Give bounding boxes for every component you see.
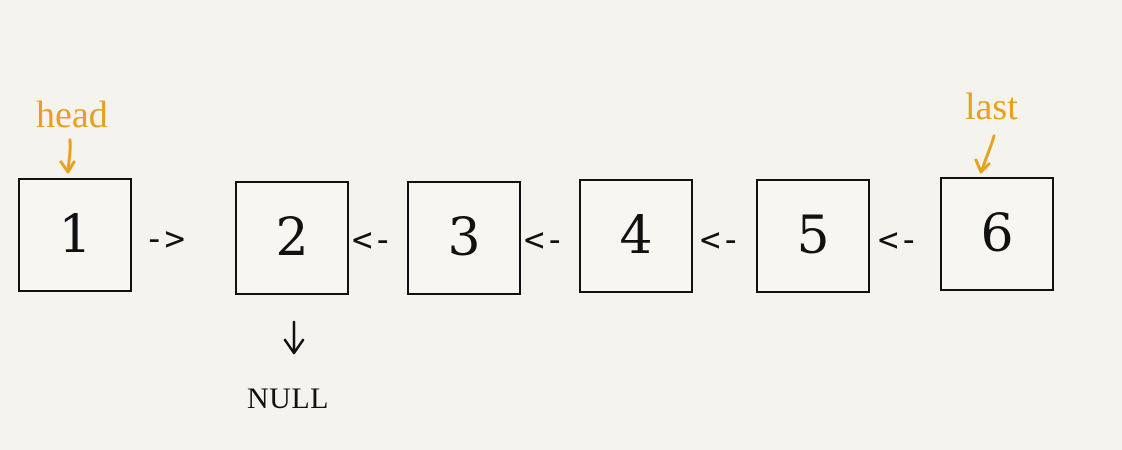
last-arrow-icon (974, 134, 996, 174)
node-value-1: 1 (58, 205, 92, 265)
null-label: NULL (247, 382, 329, 415)
node-value-2: 2 (275, 208, 309, 268)
head-arrow-icon (59, 138, 76, 174)
list-node-4: 4 (579, 179, 693, 293)
link-arrow-3-2: <- (352, 220, 393, 260)
list-node-2: 2 (235, 181, 349, 295)
node-value-4: 4 (619, 206, 653, 266)
node-value-3: 3 (447, 208, 481, 268)
last-label: last (965, 86, 1018, 128)
node-value-6: 6 (980, 204, 1014, 264)
head-label: head (36, 94, 108, 136)
list-node-3: 3 (407, 181, 521, 295)
link-arrow-5-4: <- (700, 220, 741, 260)
link-arrow-1-2: -> (144, 219, 185, 259)
link-arrow-4-3: <- (524, 220, 565, 260)
node-value-5: 5 (796, 206, 830, 266)
null-arrow-icon (283, 320, 305, 355)
list-node-5: 5 (756, 179, 870, 293)
link-arrow-6-5: <- (878, 220, 919, 260)
list-node-6: 6 (940, 177, 1054, 291)
list-node-1: 1 (18, 178, 132, 292)
